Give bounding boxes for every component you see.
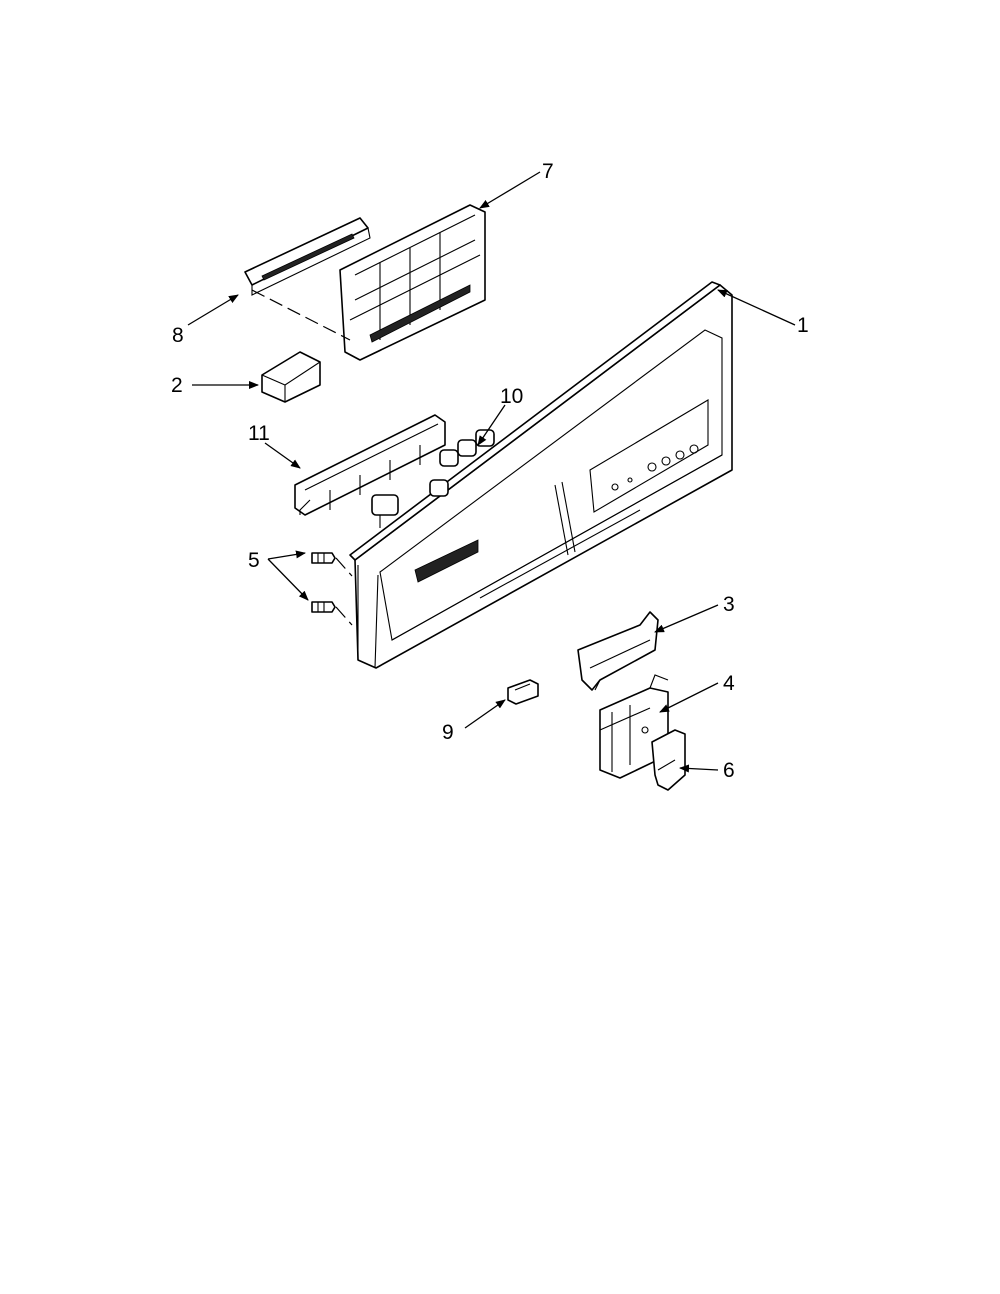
callout-7: 7: [542, 160, 554, 183]
part-5-screws: [311, 552, 336, 613]
assembly-dash-line: [251, 289, 351, 341]
callout-8: 8: [172, 324, 184, 347]
part-1-control-panel: [349, 281, 733, 669]
callout-5: 5: [248, 549, 260, 572]
leader-lines: [187, 171, 796, 773]
callout-11: 11: [248, 422, 270, 445]
screw-dash-upper: [335, 557, 353, 577]
part-6-strike: [651, 729, 686, 791]
callout-6: 6: [723, 759, 735, 782]
callout-4: 4: [723, 672, 735, 695]
part-9-switch: [507, 679, 539, 705]
part-2-bracket: [261, 351, 321, 403]
callout-10: 10: [500, 385, 523, 408]
callout-9: 9: [442, 721, 454, 744]
callout-1: 1: [797, 314, 809, 337]
part-10-push-buttons: [371, 429, 495, 528]
part-3-latch: [577, 611, 659, 691]
callout-2: 2: [171, 374, 183, 397]
part-7-control-board: [339, 204, 486, 361]
part-11-switch-assembly: [294, 414, 446, 516]
callout-3: 3: [723, 593, 735, 616]
screw-dash-lower: [335, 606, 353, 626]
